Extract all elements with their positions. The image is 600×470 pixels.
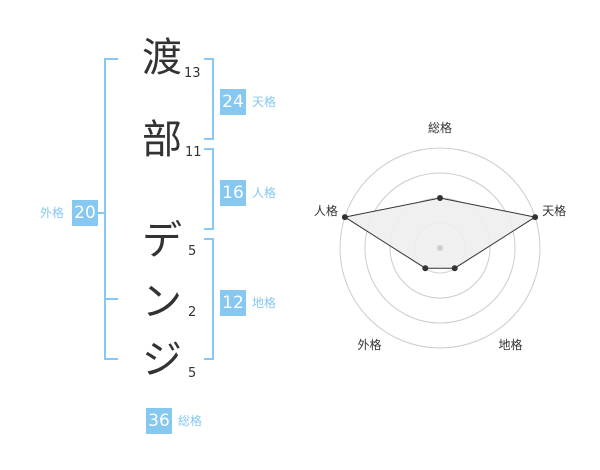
- radar-grid-ring: [339, 147, 541, 349]
- stroke-count-5: 5: [188, 366, 197, 381]
- stroke-count-4: 2: [188, 305, 197, 320]
- gaikaku-label: 外格: [40, 206, 65, 220]
- stroke-count-1: 13: [184, 66, 201, 81]
- chikaku-bracket-top: [204, 238, 214, 240]
- radar-center-dot: [437, 245, 443, 251]
- radar-point: [532, 214, 539, 221]
- soukaku-label: 総格: [178, 414, 203, 428]
- jinkaku-label: 人格: [252, 186, 277, 200]
- jinkaku-bracket-vertical: [212, 148, 214, 230]
- name-char-3: デ: [142, 218, 182, 264]
- tenkaku-label: 天格: [252, 95, 277, 109]
- chikaku-bracket-vertical: [212, 238, 214, 360]
- name-char-4: ン: [142, 279, 182, 325]
- name-char-1: 渡: [142, 35, 182, 81]
- gaikaku-bracket-mid: [104, 298, 118, 300]
- radar-point: [422, 265, 429, 272]
- radar-axis-label: 外格: [357, 337, 381, 352]
- gaikaku-bracket-bottom: [104, 358, 118, 360]
- radar-point: [451, 265, 458, 272]
- soukaku-badge: 36: [146, 408, 172, 434]
- chikaku-label: 地格: [252, 296, 277, 310]
- radar-axis-label: 天格: [542, 203, 566, 218]
- name-char-5: ジ: [142, 337, 182, 383]
- name-char-2: 部: [142, 117, 182, 163]
- jinkaku-bracket-bottom: [204, 228, 214, 230]
- radar-axis-label: 総格: [428, 120, 452, 135]
- gaikaku-bracket-top: [104, 58, 118, 60]
- stroke-count-2: 11: [185, 145, 202, 160]
- radar-axis-label: 人格: [314, 203, 338, 218]
- gaikaku-bracket-vertical: [104, 58, 106, 360]
- gaikaku-badge: 20: [72, 200, 98, 226]
- radar-point: [437, 195, 443, 201]
- tenkaku-bracket-bottom: [204, 138, 214, 140]
- radar-points: [341, 195, 539, 272]
- jinkaku-bracket-top: [204, 148, 214, 150]
- radar-area: [343, 197, 537, 269]
- stroke-count-3: 5: [188, 244, 197, 259]
- radar-axis-label: 地格: [499, 337, 523, 352]
- tenkaku-bracket-vertical: [212, 58, 214, 140]
- chikaku-badge: 12: [220, 290, 246, 316]
- gaikaku-bracket-connector: [96, 212, 105, 214]
- tenkaku-badge: 24: [220, 89, 246, 115]
- tenkaku-bracket-top: [204, 58, 214, 60]
- radar-point: [341, 214, 348, 221]
- jinkaku-badge: 16: [220, 180, 246, 206]
- chikaku-bracket-bottom: [204, 358, 214, 360]
- radar-grid-ring: [364, 172, 516, 324]
